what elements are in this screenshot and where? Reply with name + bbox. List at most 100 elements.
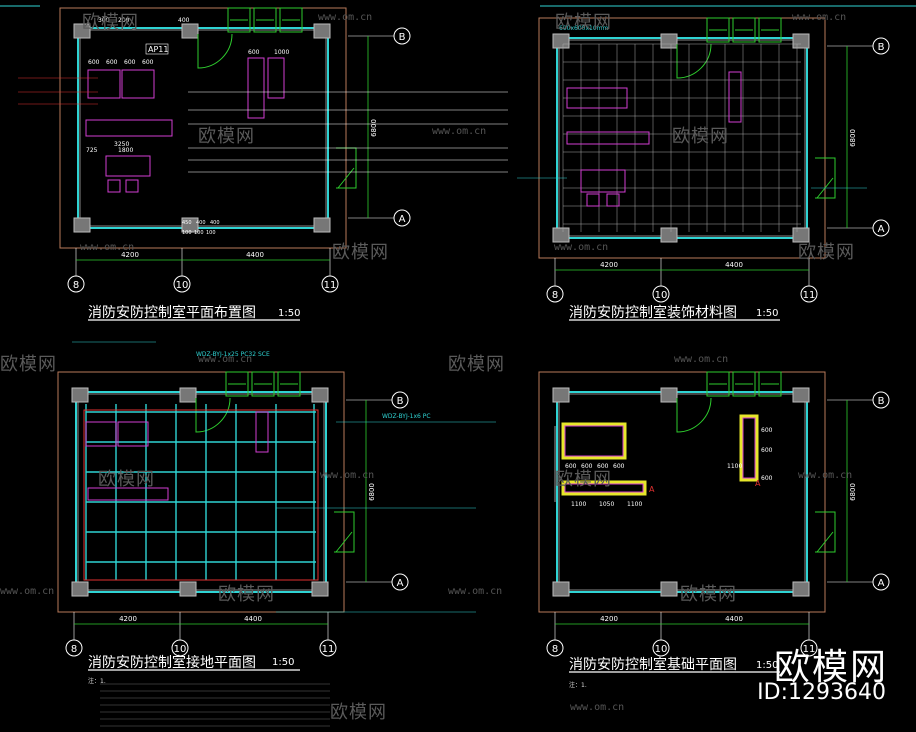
watermark-url: www.om.cn	[318, 12, 373, 23]
control-panel	[87, 487, 169, 501]
cable-note: WDZ-BYJ-1x25 PC32 SCE	[196, 351, 270, 358]
axis-label: 10	[655, 290, 668, 301]
watermark-brand: 欧模网	[218, 584, 275, 605]
control-panel-base-inner	[564, 483, 644, 493]
axis-label: 8	[71, 644, 77, 655]
column	[71, 387, 89, 403]
dim-label: 1100	[727, 463, 742, 470]
note-grounding: 注：1.	[88, 678, 106, 685]
axis-bubble	[652, 285, 670, 303]
dim-label: 4200	[119, 615, 137, 623]
column	[552, 33, 570, 49]
column	[792, 581, 810, 597]
drawing-scale-4: 1:50	[756, 660, 779, 671]
dim-label: 4400	[725, 261, 743, 269]
control-panel	[85, 119, 173, 137]
watermark-url: www.om.cn	[674, 354, 729, 365]
console-desk	[117, 421, 149, 447]
dim-label: 4200	[600, 615, 618, 623]
material-note: 600x600x10mm	[559, 25, 608, 32]
watermark-url: www.om.cn	[320, 470, 375, 481]
axis-label: A	[399, 214, 406, 225]
equipment-base-inner	[564, 425, 624, 457]
dim-label: 600	[142, 59, 154, 66]
dim-label: 100	[194, 230, 204, 236]
drawing-scale-2: 1:50	[756, 308, 779, 319]
room-boundary	[556, 391, 808, 593]
axis-label: 10	[176, 280, 189, 291]
axis-bubble	[65, 639, 83, 657]
section-tag: A	[649, 485, 655, 494]
dim-label: 6800	[370, 119, 378, 137]
dim-label: 4200	[600, 261, 618, 269]
watermark-url: www.om.cn	[554, 242, 609, 253]
console-desk	[121, 69, 155, 99]
window	[732, 371, 756, 397]
watermark-brand: 欧模网	[0, 354, 57, 375]
chair	[125, 179, 139, 193]
dim-label: 725	[86, 147, 98, 154]
column	[792, 33, 810, 49]
axis-bubble	[319, 639, 337, 657]
window	[251, 371, 275, 397]
door-swing	[197, 33, 233, 69]
cabinet	[247, 57, 265, 119]
axis-label: B	[397, 396, 404, 407]
column	[181, 23, 199, 39]
axis-bubble	[393, 27, 411, 45]
chair	[586, 193, 600, 207]
watermark-brand: 欧模网	[555, 469, 612, 490]
table	[580, 169, 626, 193]
dim-label: 4400	[725, 615, 743, 623]
dim-label: 600	[761, 427, 773, 434]
chair	[107, 179, 121, 193]
axis-label: B	[878, 42, 885, 53]
dim-label: 6800	[849, 129, 857, 147]
dim-label: 400	[196, 220, 206, 226]
watermark-url: www.om.cn	[570, 702, 625, 713]
cable-note: WDZ-BYJ-1x6 PC	[382, 413, 431, 420]
cabinet-base-inner	[742, 417, 756, 479]
axis-label: A	[878, 578, 885, 589]
room-inner-line	[558, 39, 806, 237]
watermark-brand: 欧模网	[672, 126, 729, 147]
dim-label: 1000	[274, 49, 289, 56]
axis-label: B	[878, 396, 885, 407]
column	[660, 33, 678, 49]
equipment-base	[561, 422, 627, 460]
cabinet-base	[739, 414, 759, 482]
dim-label: 600	[581, 463, 593, 470]
dim-label: 600	[761, 475, 773, 482]
drawing-title-4: 消防安防控制室基础平面图	[569, 657, 737, 673]
dim-label: 600	[761, 447, 773, 454]
axis-bubble	[652, 639, 670, 657]
column	[660, 581, 678, 597]
dim-label: 1050	[599, 501, 614, 508]
watermark-url: www.om.cn	[198, 354, 253, 365]
axis-label: 10	[174, 644, 187, 655]
watermark-brand: 欧模网	[198, 126, 255, 147]
window	[253, 7, 277, 33]
column	[792, 387, 810, 403]
window	[758, 371, 782, 397]
axis-bubble	[546, 285, 564, 303]
wall-outline	[57, 371, 345, 613]
axis-label: A	[397, 578, 404, 589]
brand-logo-text: 欧模网	[773, 647, 888, 688]
dim-label: 1100	[571, 501, 586, 508]
watermark-url: www.om.cn	[798, 470, 853, 481]
console-desk	[87, 69, 121, 99]
watermark-brand: 欧模网	[448, 354, 505, 375]
axis-bubble	[321, 275, 339, 293]
watermark-url: www.om.cn	[448, 586, 503, 597]
window	[227, 7, 251, 33]
axis-label: 11	[803, 644, 816, 655]
column	[552, 227, 570, 243]
dim-label: 600	[613, 463, 625, 470]
dim-label: 4200	[121, 251, 139, 259]
watermark-brand: 欧模网	[798, 242, 855, 263]
dim-label: 600	[248, 49, 260, 56]
window	[225, 371, 249, 397]
door-swing	[676, 43, 712, 79]
window	[706, 371, 730, 397]
